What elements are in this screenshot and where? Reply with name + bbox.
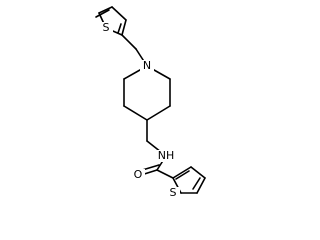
atom-label-nh-amide: NH xyxy=(158,149,175,162)
atom-label-background xyxy=(166,187,180,199)
atom-label-background xyxy=(131,169,145,181)
bond xyxy=(192,177,201,190)
bond xyxy=(121,19,127,36)
atom-label-s-top: S xyxy=(103,21,110,34)
bond xyxy=(172,166,192,179)
bond xyxy=(95,9,110,18)
bond xyxy=(121,34,137,50)
bond xyxy=(196,177,206,194)
atom-label-background xyxy=(99,22,113,34)
bond xyxy=(175,170,190,180)
atom-label-o-amide: O xyxy=(134,168,143,181)
piperidine-ring xyxy=(123,65,171,121)
bond xyxy=(111,6,127,21)
thiophene-ring-top xyxy=(95,6,127,36)
atom-label-s-bottom: S xyxy=(170,186,177,199)
bond xyxy=(190,166,206,179)
bond xyxy=(117,23,122,34)
bond xyxy=(123,105,148,121)
thiophene-ring-bottom xyxy=(172,166,206,194)
bond xyxy=(156,169,174,179)
atom-label-n-piperidine: N xyxy=(143,59,151,72)
molecule-structure: S N NH O S xyxy=(95,6,206,199)
atom-label-background xyxy=(156,150,176,162)
molecule-canvas: S N NH O S xyxy=(95,6,206,199)
atom-label-background xyxy=(140,60,154,72)
bond xyxy=(98,6,113,14)
bond xyxy=(146,105,171,121)
